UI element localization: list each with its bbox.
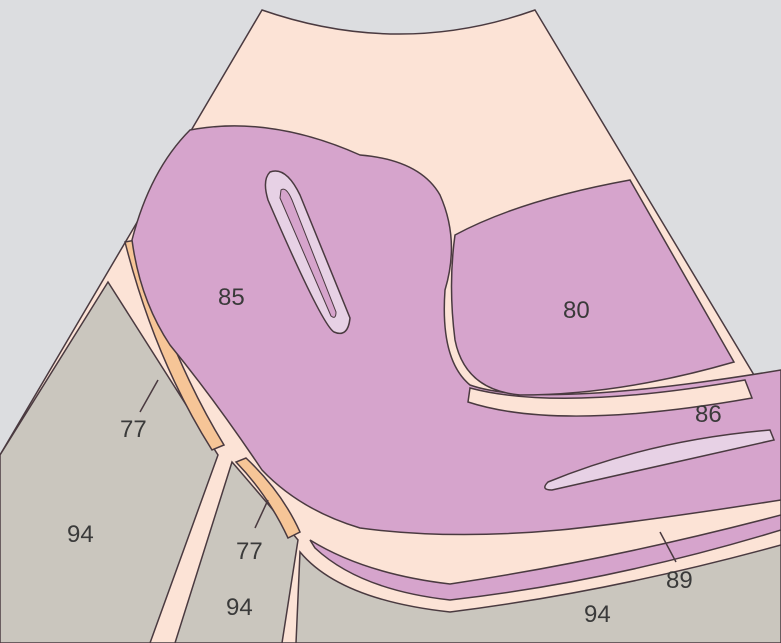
label-94-middle: 94 (226, 594, 253, 621)
label-85: 85 (218, 284, 245, 311)
label-80: 80 (563, 297, 590, 324)
label-94-left: 94 (67, 521, 94, 548)
label-77-lower: 77 (236, 538, 263, 565)
label-89: 89 (666, 567, 693, 594)
label-86: 86 (695, 401, 722, 428)
label-94-bottom: 94 (584, 601, 611, 628)
label-77-upper: 77 (120, 416, 147, 443)
